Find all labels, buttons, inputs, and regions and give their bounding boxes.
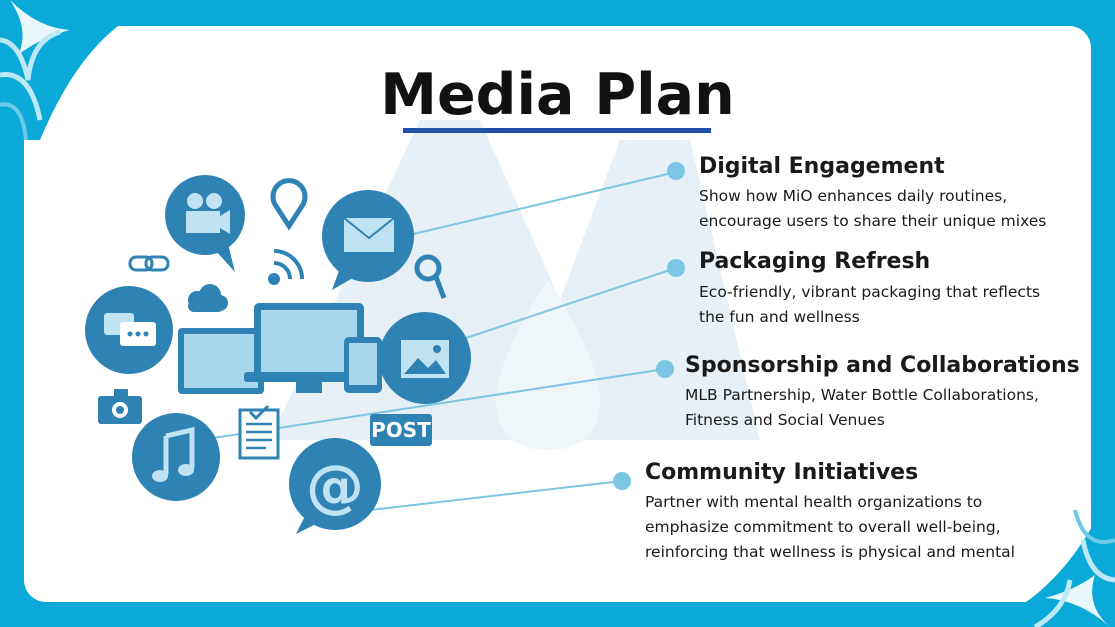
music-note-icon [132, 413, 220, 501]
corner-sparkle-top-left-icon [0, 0, 170, 140]
bullet-dot [667, 259, 685, 277]
post-label: POST [371, 418, 431, 442]
camera-icon [98, 389, 142, 424]
bullet-dot [613, 472, 631, 490]
title-underline [403, 128, 711, 133]
bullet-dot [656, 360, 674, 378]
cloud-icon [188, 284, 228, 312]
item-desc-packaging-refresh: Eco-friendly, vibrant packaging that ref… [699, 283, 1041, 326]
item-desc-digital-engagement: Show how MiO enhances daily routines, en… [699, 187, 1047, 230]
svg-text:@: @ [306, 452, 364, 520]
item-title-community: Community Initiatives [645, 460, 919, 485]
slide-card [24, 26, 1091, 602]
devices-icon [178, 303, 382, 394]
post-badge [370, 414, 432, 446]
bullet-dot [667, 162, 685, 180]
item-title-sponsorship: Sponsorship and Collaborations [685, 353, 1080, 378]
page-title: Media Plan [380, 62, 735, 128]
item-title-digital-engagement: Digital Engagement [699, 154, 945, 179]
document-icon [238, 404, 280, 460]
chat-bubble-icon [85, 286, 173, 374]
search-icon [414, 254, 447, 299]
item-desc-community: Partner with mental health organizations… [645, 493, 1015, 561]
item-desc-sponsorship: MLB Partnership, Water Bottle Collaborat… [685, 386, 1039, 429]
video-camera-icon [165, 175, 245, 272]
location-pin-icon [270, 178, 308, 231]
at-sign-icon: @ [289, 438, 381, 534]
link-icon [128, 255, 170, 272]
image-icon [379, 312, 471, 404]
item-title-packaging-refresh: Packaging Refresh [699, 249, 931, 274]
wifi-icon [268, 249, 304, 285]
email-icon [322, 190, 414, 290]
corner-sparkle-bottom-right-icon [975, 480, 1115, 627]
